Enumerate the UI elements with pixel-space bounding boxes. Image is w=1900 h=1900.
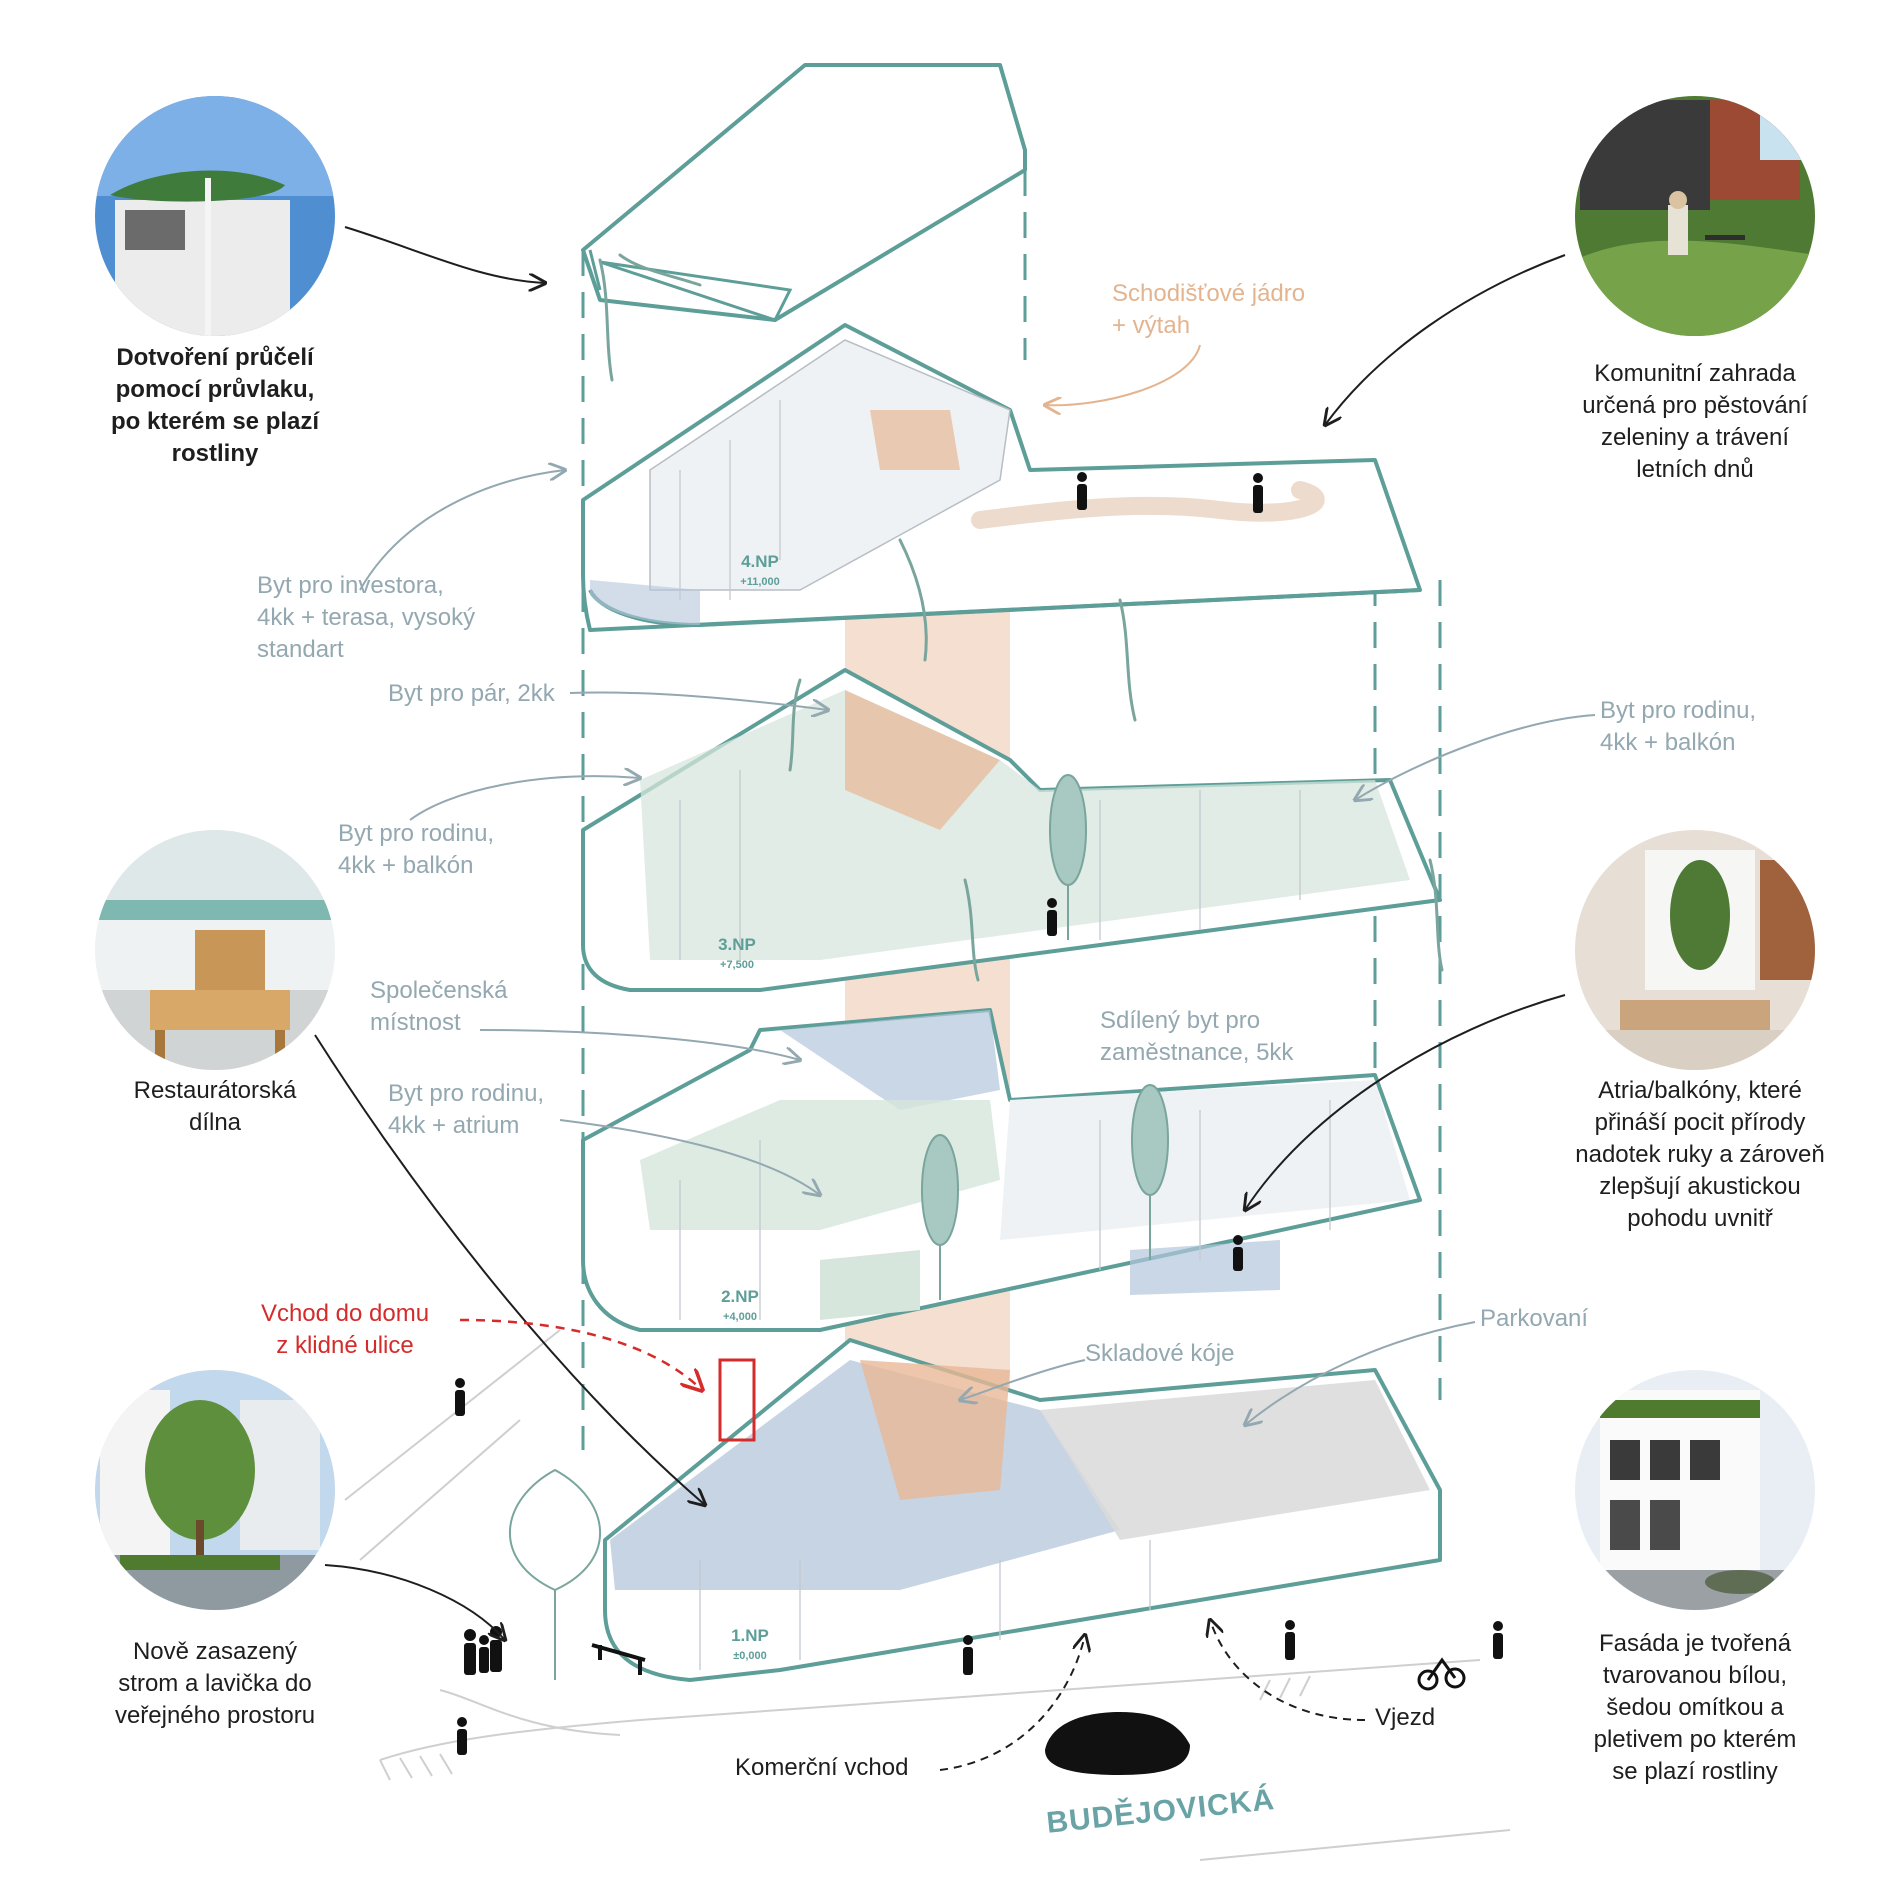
label-driveway: Vjezd [1375, 1704, 1436, 1731]
label-entrance: Vchod do domu z klidné ulice [260, 1300, 430, 1359]
label-commercial-entrance: Komerční vchod [735, 1754, 909, 1781]
photo-rooftop-icon [95, 96, 335, 336]
tree-icon [509, 774, 1169, 1680]
label-investor-flat: Byt pro investora, 4kk + terasa, vysoký … [257, 572, 476, 663]
car-icon [1045, 1712, 1190, 1775]
label-common-room: Společenská místnost [370, 977, 508, 1036]
annotation-arrows [314, 226, 1596, 1771]
bench-icon [591, 1643, 646, 1675]
floor-label-1np: 1.NP±0,000 [731, 1626, 769, 1662]
label-storage: Skladové kóje [1085, 1340, 1235, 1367]
label-couple-flat: Byt pro pár, 2kk [388, 680, 555, 707]
photo-street-tree-icon [95, 1370, 335, 1610]
label-atria-balconies: Atria/balkóny, které přináší pocit příro… [1575, 1077, 1825, 1232]
photo-atrium-icon [1575, 830, 1815, 1070]
label-family-flat-balcony-left: Byt pro rodinu, 4kk + balkón [338, 820, 495, 879]
climbing-plants [598, 253, 1444, 982]
label-stair-core: Schodišťové jádro + výtah [1112, 280, 1306, 339]
label-family-flat-balcony-right: Byt pro rodinu, 4kk + balkón [1600, 697, 1757, 756]
photo-facade-icon [1575, 1370, 1815, 1610]
label-parking: Parkovaní [1480, 1305, 1589, 1332]
label-family-flat-atrium: Byt pro rodinu, 4kk + atrium [388, 1080, 545, 1139]
entrance-door [718, 1358, 756, 1442]
label-facade-extension: Dotvoření průčelí pomocí průvlaku, po kt… [110, 344, 320, 467]
photo-garden-icon [1575, 96, 1815, 336]
label-tree-bench: Nově zasazený strom a lavička do veřejné… [114, 1638, 316, 1729]
floor-label-2np: 2.NP+4,000 [721, 1287, 759, 1323]
floor-label-3np: 3.NP+7,500 [718, 935, 756, 971]
photo-workshop-icon [95, 830, 335, 1070]
floor-label-4np: 4.NP+11,000 [740, 552, 780, 588]
label-restoration-workshop: Restaurátorská dílna [133, 1077, 297, 1136]
label-staff-flat: Sdílený byt pro zaměstnance, 5kk [1100, 1007, 1294, 1066]
label-community-garden: Komunitní zahrada určená pro pěstování z… [1582, 360, 1808, 483]
street-lines [344, 1329, 1511, 1861]
roof-slab [581, 63, 1027, 322]
bicycle-icon [1417, 1657, 1466, 1691]
label-facade-material: Fasáda je tvořená tvarovanou bílou, šedo… [1593, 1630, 1797, 1785]
